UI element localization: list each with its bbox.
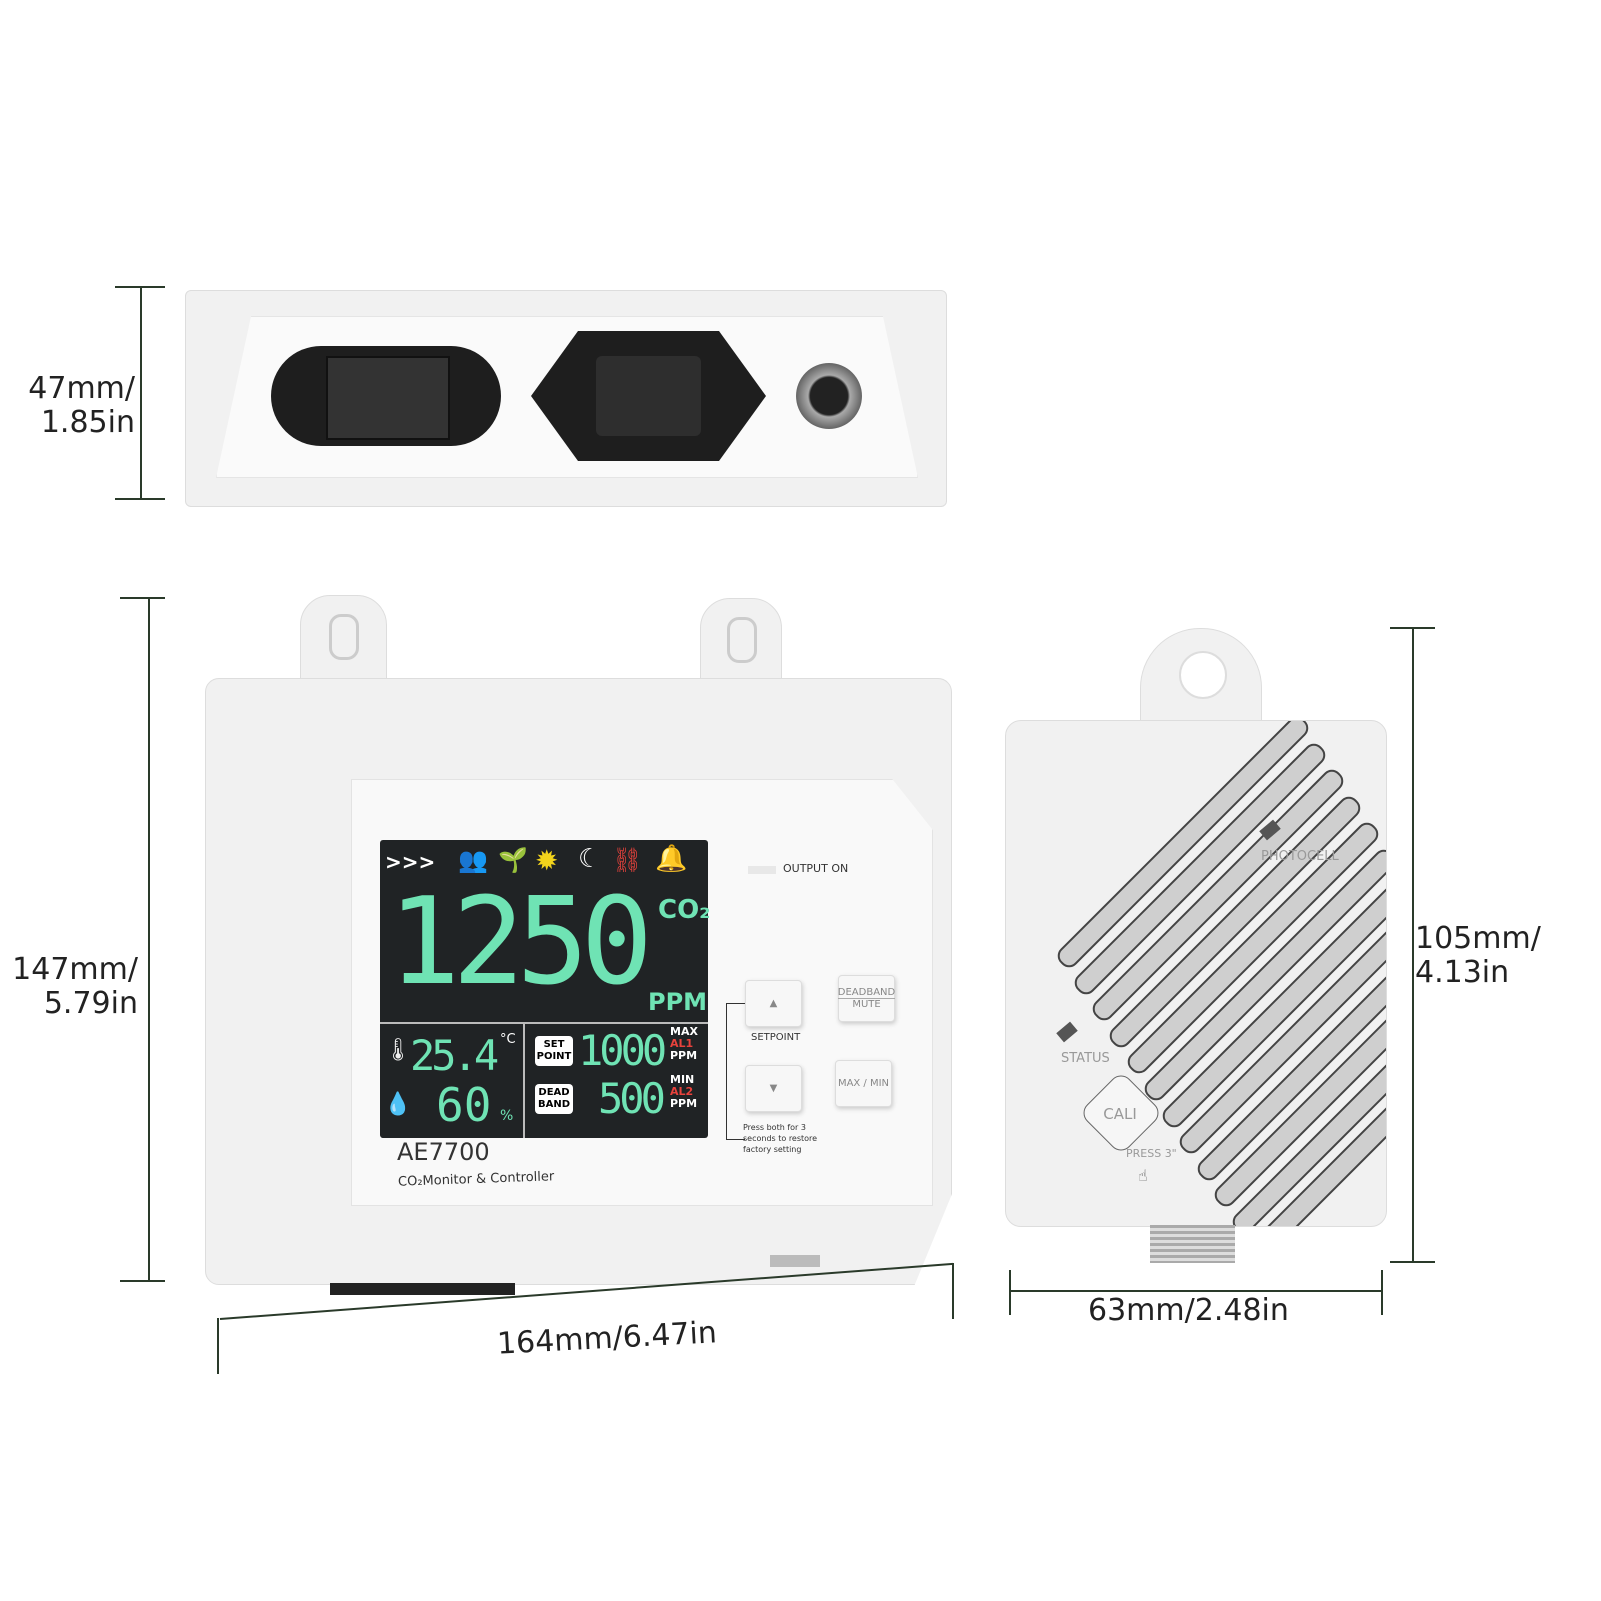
lcd-screen: >>> 👥 🌱 ✹ ☾ ⛓ 🔔 1250 CO₂ PPM 🌡 💧 25.4 °C…	[380, 840, 711, 1138]
power-outlet-socket	[531, 331, 766, 461]
power-inlet-socket	[271, 346, 501, 446]
bottom-socket	[330, 1283, 515, 1295]
al2-label: AL2	[670, 1085, 694, 1098]
dimension-tick	[1390, 627, 1435, 629]
dimension-tick	[1381, 1270, 1383, 1315]
dimension-tick	[1009, 1270, 1011, 1315]
thermometer-icon: 🌡	[384, 1038, 412, 1063]
deadband-label: DEADBAND	[837, 987, 896, 999]
reset-hint: Press both for 3 seconds to restore fact…	[743, 1123, 818, 1154]
status-label: STATUS	[1061, 1051, 1110, 1066]
main-height-label: 147mm/ 5.79in	[12, 952, 138, 1021]
co2-label: CO₂	[658, 895, 711, 925]
max-value: 1000	[578, 1026, 667, 1075]
bottom-connector	[770, 1255, 820, 1267]
dimension-tick	[217, 1318, 219, 1374]
max-min-button[interactable]: MAX / MIN	[835, 1060, 892, 1107]
bracket	[726, 1003, 745, 1140]
main-width-label: 164mm/6.47in	[496, 1315, 718, 1362]
co2-reading: 1250	[388, 873, 653, 1012]
celsius-unit: °C	[500, 1032, 516, 1047]
dimension-tick	[120, 1280, 165, 1282]
mute-label: MUTE	[852, 999, 881, 1010]
output-led	[748, 866, 776, 874]
arrows-indicator: >>>	[385, 850, 436, 874]
min-value: 500	[598, 1074, 666, 1123]
sensor-connector-port	[796, 363, 862, 429]
dimension-tick	[115, 498, 165, 500]
controller-side-view	[185, 290, 947, 507]
photocell-label: PHOTOCELL	[1261, 849, 1339, 864]
al1-label: AL1	[670, 1037, 694, 1050]
link-alarm-icon: ⛓	[612, 846, 643, 874]
humidity-reading: 60	[436, 1078, 492, 1132]
down-button[interactable]: ▼	[745, 1065, 802, 1112]
temperature-reading: 25.4	[410, 1031, 499, 1080]
moon-icon: ☾	[578, 844, 602, 874]
sensor-width-dimension-line	[1010, 1290, 1383, 1292]
up-button[interactable]: ▲	[745, 980, 802, 1027]
max-ppm-label: PPM	[670, 1049, 698, 1062]
top-height-label: 47mm/ 1.85in	[28, 371, 135, 440]
sun-icon: ✹	[535, 844, 559, 877]
status-led	[1056, 1021, 1078, 1043]
cali-label: CALI	[1103, 1105, 1137, 1123]
hand-pointer-icon: ☝	[1138, 1166, 1148, 1185]
dimension-tick	[120, 597, 165, 599]
press-label: PRESS 3"	[1126, 1147, 1177, 1160]
output-on-label: OUTPUT ON	[783, 862, 849, 875]
people-icon: 👥	[458, 846, 488, 874]
deadband-tag: DEAD BAND	[535, 1084, 573, 1114]
sensor-width-label: 63mm/2.48in	[1088, 1293, 1289, 1328]
sensor-height-label: 105mm/ 4.13in	[1415, 921, 1541, 990]
percent-unit: %	[500, 1108, 514, 1124]
humidity-icon: 💧	[384, 1092, 412, 1117]
ppm-label: PPM	[648, 988, 708, 1016]
setpoint-tag: SET POINT	[535, 1036, 573, 1066]
sensor-connector	[1150, 1225, 1235, 1263]
min-ppm-label: PPM	[670, 1097, 698, 1110]
sensor-body: PHOTOCELL STATUS CALI PRESS 3" ☝	[1005, 720, 1387, 1227]
bell-mute-icon: 🔔	[655, 844, 688, 874]
main-height-dimension-line	[148, 598, 150, 1281]
max-label: MAX	[670, 1025, 698, 1038]
model-name: AE7700	[397, 1138, 490, 1166]
plant-icon: 🌱	[498, 846, 528, 874]
dimension-tick	[952, 1263, 954, 1319]
sensor-height-dimension-line	[1412, 628, 1414, 1262]
min-label: MIN	[670, 1073, 695, 1086]
dimension-tick	[115, 286, 165, 288]
setpoint-label: SETPOINT	[751, 1032, 801, 1043]
top-height-dimension-line	[140, 287, 142, 499]
dimension-tick	[1390, 1261, 1435, 1263]
